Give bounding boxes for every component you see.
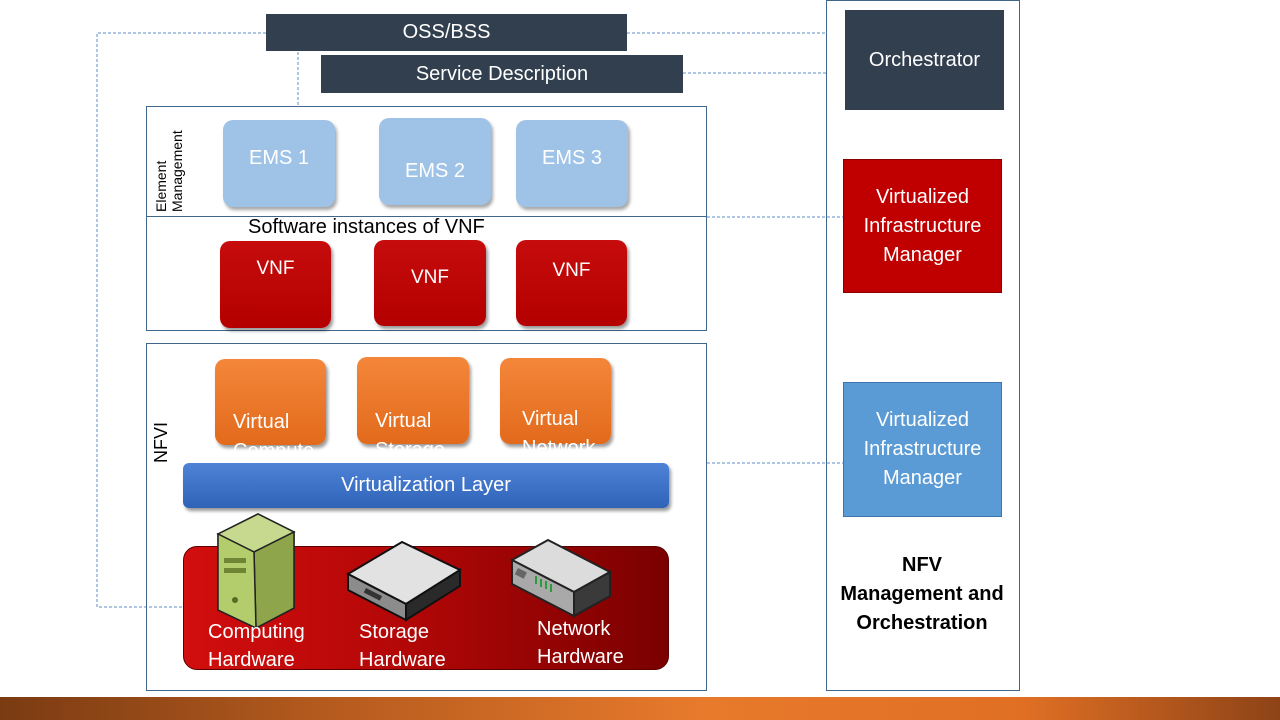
element-management-frame [146, 106, 707, 331]
vnf-2-label: VNF [411, 267, 449, 288]
footer-bar [0, 697, 1280, 720]
virtual-compute-box: Virtual Compute [215, 359, 326, 462]
virtual-storage-box: Virtual Storage [357, 357, 469, 461]
vim-red-label: Virtualized Infrastructure Manager [863, 185, 982, 266]
vnf-1-box: VNF [220, 241, 331, 328]
ems-3-box: EMS 3 [516, 120, 628, 207]
ems-1-label: EMS 1 [248, 147, 310, 169]
virtual-network-box: Virtual Network [500, 358, 611, 459]
orchestrator-label: Orchestrator [868, 48, 981, 71]
vnf-section-title: Software instances of VNF [248, 216, 485, 238]
computing-hardware-label: Computing Hardware [208, 621, 305, 671]
oss-to-hardware-line [96, 32, 266, 608]
storage-hardware-icon [345, 540, 463, 622]
orchestrator-box: Orchestrator [845, 10, 1004, 110]
nfvi-label: NFVI [151, 421, 171, 463]
mano-frame [826, 0, 1020, 691]
vnf-3-box: VNF [516, 240, 627, 326]
virtual-compute-label: Virtual Compute [233, 411, 315, 462]
vnf-3-label: VNF [552, 260, 591, 281]
service-description-box: Service Description [321, 55, 683, 93]
oss-bss-box: OSS/BSS [266, 14, 627, 51]
storage-hardware-label: Storage Hardware [359, 621, 446, 671]
em-vnf-divider [146, 216, 707, 217]
ems-3-label: EMS 3 [541, 146, 603, 169]
computing-hardware-icon [216, 513, 296, 628]
ems-2-box: EMS 2 [379, 118, 491, 205]
vim-red-box: Virtualized Infrastructure Manager [843, 159, 1002, 293]
element-management-label: Element Management [153, 130, 185, 212]
virtualization-layer-label: Virtualization Layer [341, 474, 511, 496]
service-description-label: Service Description [415, 62, 589, 85]
virtualization-layer-bar: Virtualization Layer [183, 463, 669, 508]
mano-title: NFV Management and Orchestration [840, 554, 1004, 634]
virtual-network-label: Virtual Network [522, 408, 596, 459]
network-hardware-icon [509, 538, 613, 618]
ems-2-label: EMS 2 [404, 160, 466, 182]
vnf-2-box: VNF [374, 240, 486, 326]
ems-1-box: EMS 1 [223, 120, 335, 207]
oss-bss-label: OSS/BSS [402, 21, 491, 43]
vnf-1-label: VNF [256, 258, 295, 279]
vim-blue-box: Virtualized Infrastructure Manager [843, 382, 1002, 517]
virtual-storage-label: Virtual Storage [375, 410, 446, 461]
network-hardware-label: Network Hardware [537, 618, 624, 668]
vim-blue-label: Virtualized Infrastructure Manager [863, 409, 982, 489]
nfvi-frame [146, 343, 707, 691]
